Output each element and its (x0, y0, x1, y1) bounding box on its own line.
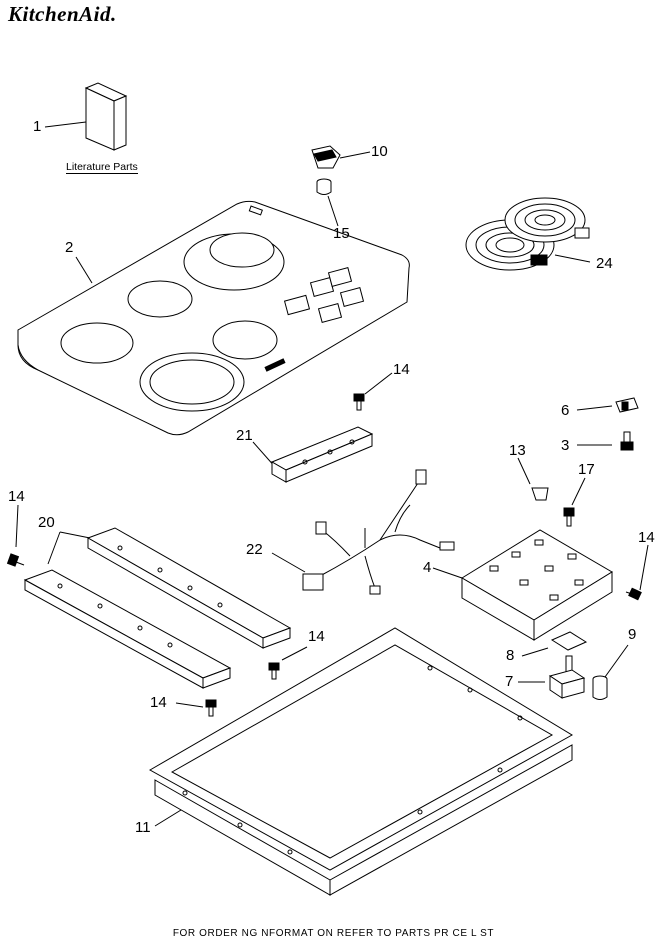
screw-left (6, 553, 25, 567)
bracket (270, 426, 374, 483)
callout-7: 7 (505, 673, 514, 690)
cooktop-glass (17, 200, 410, 436)
callout-14: 14 (8, 488, 25, 505)
leader-lines (15, 121, 649, 827)
callout-14: 14 (638, 529, 655, 546)
screw-mid (268, 662, 280, 680)
side-rail-lower (23, 569, 232, 689)
side-rail-upper (86, 527, 292, 649)
callout-3: 3 (561, 437, 570, 454)
screw-bottom (205, 699, 217, 717)
screw-17 (563, 507, 575, 527)
switch-7 (548, 655, 586, 699)
callout-13: 13 (509, 442, 526, 459)
wire-harness (302, 469, 455, 595)
screw-3 (620, 431, 634, 451)
footer-note: FOR ORDER NG NFORMAT ON REFER TO PARTS P… (172, 928, 495, 939)
gasket-8 (550, 631, 588, 651)
screw-right (625, 587, 642, 601)
callout-21: 21 (236, 427, 253, 444)
callout-4: 4 (423, 559, 432, 576)
indicator-light-9 (592, 675, 608, 700)
callout-9: 9 (628, 626, 637, 643)
brand-logo: KitchenAid. (8, 2, 117, 26)
literature-parts-label: Literature Parts (66, 161, 138, 174)
callout-1: 1 (33, 118, 42, 135)
plug-13 (531, 487, 549, 501)
callout-22: 22 (246, 541, 263, 558)
callout-10: 10 (371, 143, 388, 160)
callout-2: 2 (65, 239, 74, 256)
callout-8: 8 (506, 647, 515, 664)
literature-book (84, 82, 128, 151)
base-pan (148, 627, 573, 896)
knob-insert (316, 178, 332, 195)
radiant-element (465, 197, 590, 271)
callout-14: 14 (393, 361, 410, 378)
terminal-clip (615, 397, 639, 413)
callout-14: 14 (150, 694, 167, 711)
callout-17: 17 (578, 461, 595, 478)
screw-top (353, 393, 365, 411)
control-knob (311, 145, 341, 169)
callout-24: 24 (596, 255, 613, 272)
callout-15: 15 (333, 225, 350, 242)
control-box (461, 529, 613, 641)
callout-6: 6 (561, 402, 570, 419)
callout-11: 11 (135, 819, 151, 836)
callout-20: 20 (38, 514, 55, 531)
callout-14: 14 (308, 628, 325, 645)
